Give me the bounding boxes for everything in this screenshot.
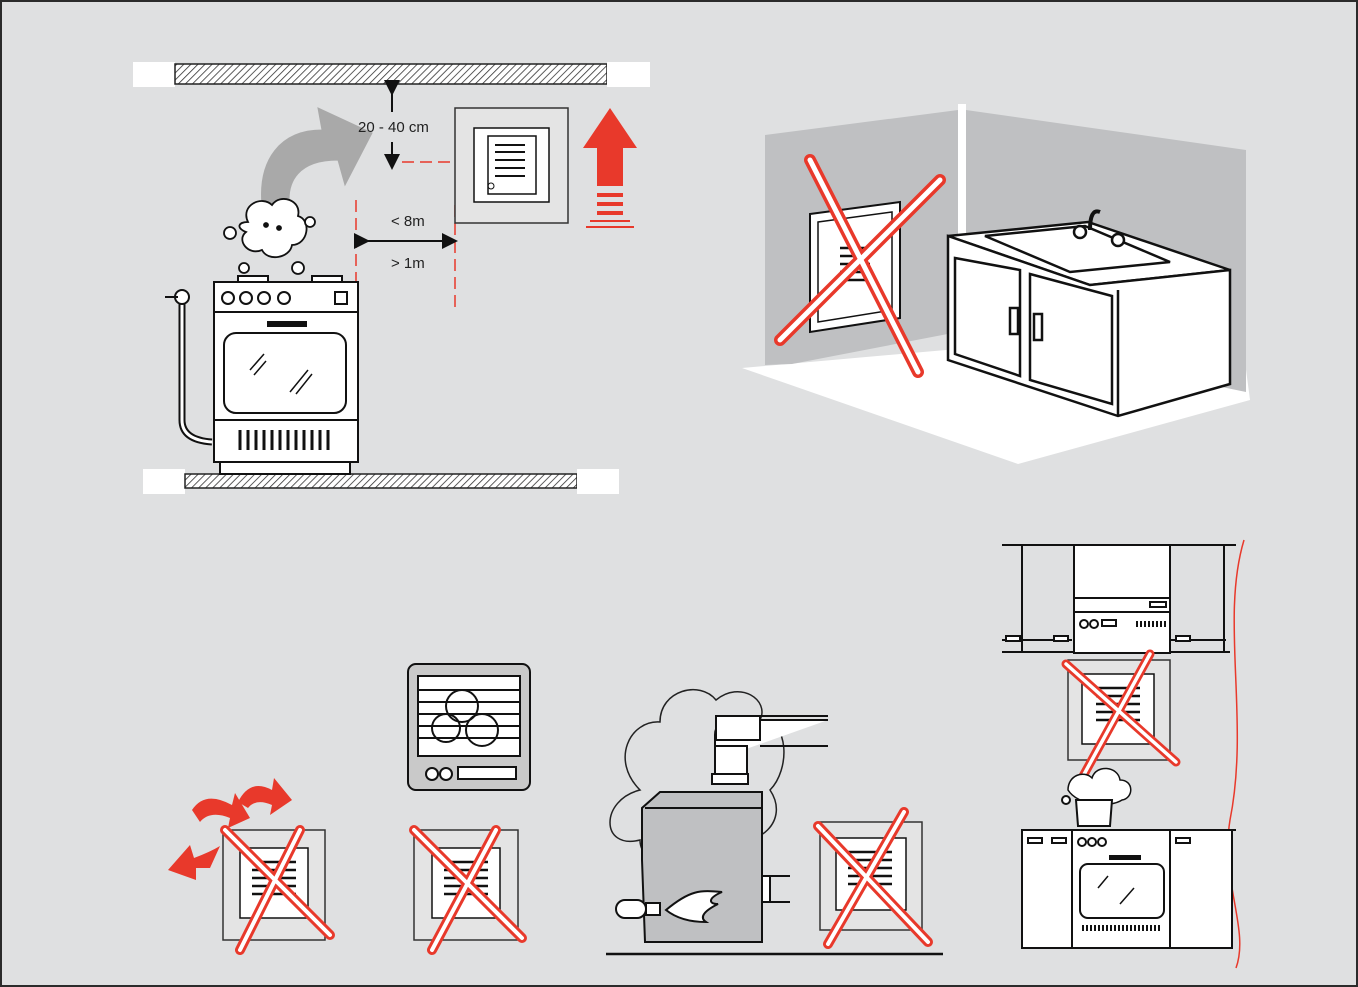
gas-detector-icon <box>455 108 568 223</box>
floor <box>185 474 577 488</box>
ceiling <box>175 64 607 84</box>
gas-stove-icon <box>214 276 358 474</box>
extractor-fan-icon <box>408 664 530 790</box>
ceiling-left-cap <box>133 62 175 87</box>
floor-left-cap <box>143 469 185 494</box>
max-horizontal-label: < 8m <box>391 213 425 230</box>
gas-stove-icon <box>1022 830 1236 948</box>
ceiling-right-cap <box>607 62 650 87</box>
vertical-distance-label: 20 - 40 cm <box>358 119 429 136</box>
min-horizontal-label: > 1m <box>391 255 425 272</box>
floor-right-cap <box>577 469 619 494</box>
